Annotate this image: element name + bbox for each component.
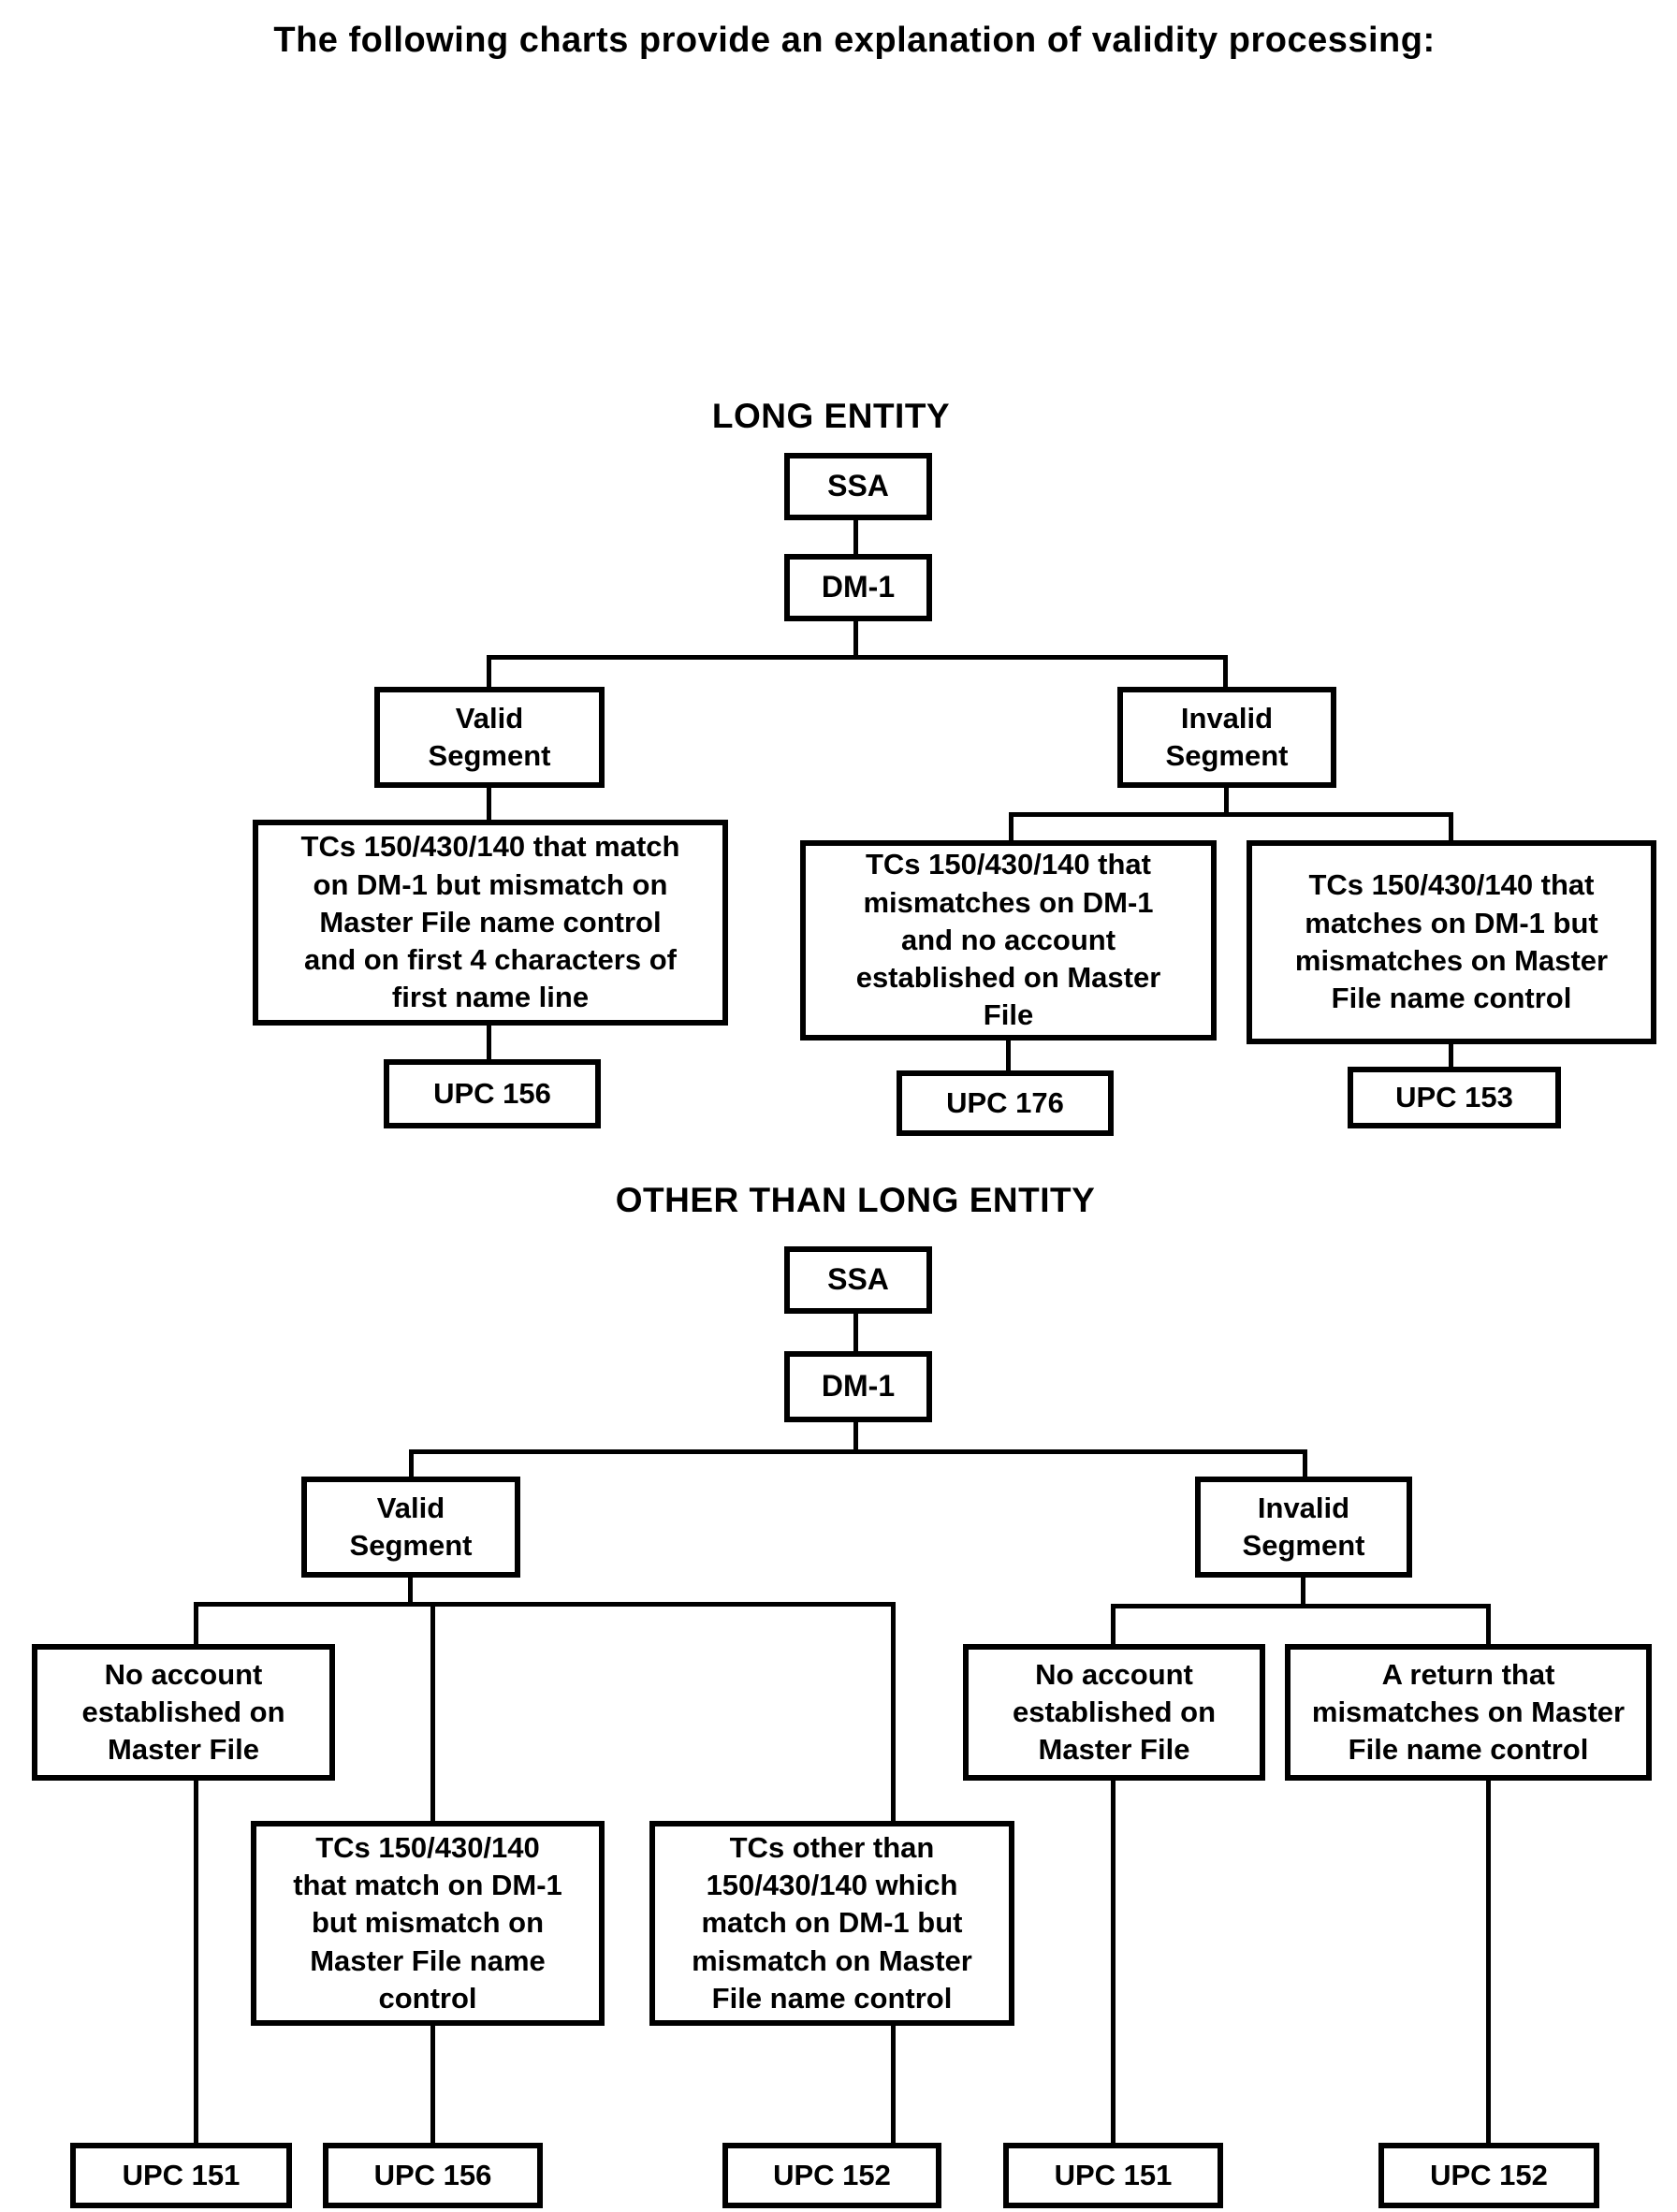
connector: [409, 1449, 1307, 1454]
long-entity-valid-desc-box: TCs 150/430/140 that match on DM-1 but m…: [253, 820, 728, 1026]
connector: [1111, 1781, 1116, 2143]
other-entity-valid-desc-1-box: No account established on Master File: [32, 1644, 335, 1781]
connector: [891, 2026, 896, 2143]
connector: [1303, 1449, 1307, 1477]
long-entity-valid-segment-box: Valid Segment: [374, 687, 605, 788]
connector: [430, 1602, 435, 1821]
other-entity-valid-upc-3-box: UPC 152: [722, 2143, 941, 2208]
connector: [194, 1781, 198, 2143]
other-entity-title: OTHER THAN LONG ENTITY: [615, 1181, 1096, 1219]
connector: [1111, 1604, 1116, 1644]
other-entity-invalid-upc-1-box: UPC 151: [1003, 2143, 1223, 2208]
connector: [853, 1314, 858, 1351]
connector: [853, 621, 858, 657]
connector: [1009, 812, 1453, 817]
long-entity-invalid-segment-box: Invalid Segment: [1117, 687, 1336, 788]
connector: [487, 655, 1228, 660]
other-entity-valid-desc-3-box: TCs other than 150/430/140 which match o…: [649, 1821, 1014, 2026]
connector: [194, 1602, 198, 1644]
connector: [409, 1449, 414, 1477]
connector: [1301, 1578, 1305, 1604]
other-entity-valid-upc-1-box: UPC 151: [70, 2143, 292, 2208]
other-entity-invalid-desc-1-box: No account established on Master File: [963, 1644, 1265, 1781]
connector: [891, 1602, 896, 1821]
long-entity-ssa-box: SSA: [784, 453, 932, 520]
connector: [1224, 788, 1229, 812]
other-entity-dm1-box: DM-1: [784, 1351, 932, 1422]
connector: [1009, 812, 1013, 840]
connector: [1486, 1604, 1491, 1644]
long-entity-invalid-left-upc-box: UPC 176: [897, 1070, 1114, 1136]
connector: [1449, 812, 1453, 840]
connector: [853, 1422, 858, 1449]
page-title: The following charts provide an explanat…: [273, 21, 1436, 60]
connector: [1223, 655, 1228, 687]
connector: [1006, 1041, 1011, 1070]
other-entity-invalid-desc-2-box: A return that mismatches on Master File …: [1285, 1644, 1652, 1781]
other-entity-valid-segment-box: Valid Segment: [301, 1477, 520, 1578]
long-entity-invalid-left-desc-box: TCs 150/430/140 that mismatches on DM-1 …: [800, 840, 1217, 1041]
connector: [430, 2026, 435, 2143]
other-entity-ssa-box: SSA: [784, 1246, 932, 1314]
long-entity-dm1-box: DM-1: [784, 554, 932, 621]
other-entity-valid-desc-2-box: TCs 150/430/140 that match on DM-1 but m…: [251, 1821, 605, 2026]
connector: [487, 1026, 491, 1059]
connector: [487, 788, 491, 820]
other-entity-invalid-segment-box: Invalid Segment: [1195, 1477, 1412, 1578]
connector: [487, 655, 491, 687]
other-entity-valid-upc-2-box: UPC 156: [323, 2143, 543, 2208]
connector: [853, 520, 858, 554]
long-entity-invalid-right-upc-box: UPC 153: [1348, 1067, 1561, 1128]
connector: [1111, 1604, 1491, 1608]
long-entity-title: LONG ENTITY: [711, 397, 951, 435]
long-entity-invalid-right-desc-box: TCs 150/430/140 that matches on DM-1 but…: [1247, 840, 1656, 1044]
long-entity-valid-upc-box: UPC 156: [384, 1059, 601, 1128]
connector: [1486, 1781, 1491, 2143]
connector: [1449, 1044, 1453, 1067]
connector: [194, 1602, 896, 1607]
connector: [408, 1578, 413, 1602]
other-entity-invalid-upc-2-box: UPC 152: [1378, 2143, 1599, 2208]
